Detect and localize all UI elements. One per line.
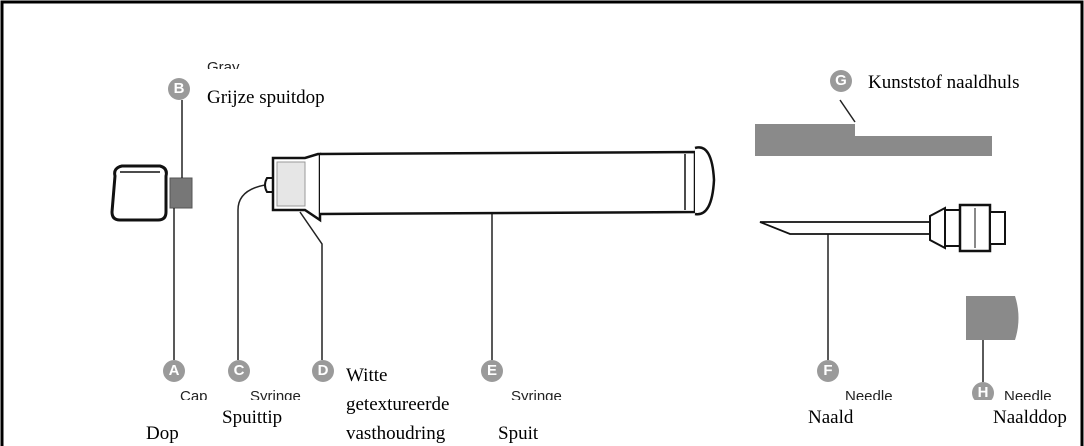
label-g-nl: Kunststof naaldhuls xyxy=(868,72,1020,93)
syringe-flange xyxy=(694,146,716,216)
leader-c xyxy=(237,184,266,360)
badge-a: A xyxy=(163,360,185,382)
label-d-nl-2: getextureerde xyxy=(346,394,450,415)
syringe-barrel xyxy=(319,150,697,216)
label-f-nl: Naald xyxy=(808,407,854,428)
label-e-nl: Spuit xyxy=(498,423,539,444)
leader-lines xyxy=(173,99,984,382)
badge-h: H xyxy=(972,382,994,404)
badge-b: B xyxy=(168,78,190,100)
label-a-nl: Dop xyxy=(146,423,179,444)
needle-part xyxy=(759,203,1006,253)
leader-g xyxy=(839,99,856,123)
badge-c: C xyxy=(228,360,250,382)
cap-part xyxy=(110,164,168,222)
label-d-nl-1: Witte xyxy=(346,365,388,386)
label-h-nl: Naalddop xyxy=(993,407,1067,428)
mask-b xyxy=(205,69,265,81)
badge-f: F xyxy=(817,360,839,382)
plastic-needle-sheath-part xyxy=(755,124,992,156)
needle-cap-part xyxy=(966,296,1019,340)
leader-d xyxy=(299,211,323,360)
mask-bottom-right xyxy=(840,400,1080,408)
badge-d: D xyxy=(312,360,334,382)
label-b-nl: Grijze spuitdop xyxy=(207,87,325,108)
label-c-nl: Spuittip xyxy=(222,407,283,428)
badge-g: G xyxy=(830,70,852,92)
label-d-nl-3: vasthoudring xyxy=(346,423,446,444)
badge-e: E xyxy=(481,360,503,382)
syringe-part xyxy=(264,146,716,223)
textured-grip-ring xyxy=(276,161,306,207)
gray-syringe-cap-part xyxy=(169,177,193,209)
mask-bottom-left xyxy=(170,400,570,408)
